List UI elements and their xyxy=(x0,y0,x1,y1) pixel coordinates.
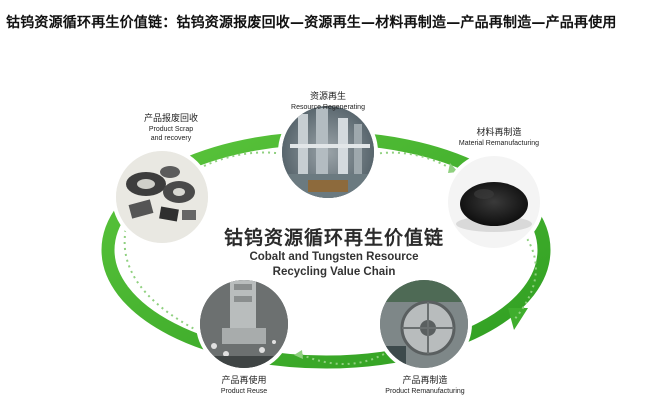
node-reuse-image xyxy=(196,276,292,372)
stage-label-regenerating: 资源再生 Resource Regenerating xyxy=(291,92,365,111)
stage-label-material: 材料再制造 Material Remanufacturing xyxy=(458,128,540,147)
stage-label-reuse: 产品再使用 Product Reuse xyxy=(220,376,268,395)
figure-center-title: 钴钨资源循环再生价值链 Cobalt and Tungsten Resource… xyxy=(204,226,464,280)
cycle-ring-graphic xyxy=(101,102,551,372)
node-regenerating-image xyxy=(278,102,378,202)
stage-label-remanufacturing: 产品再制造 Product Remanufacturing xyxy=(385,376,465,395)
article-heading: 钴钨资源循环再生价值链：钴钨资源报废回收—资源再生—材料再制造—产品再制造—产品… xyxy=(6,15,617,31)
node-scrap-image xyxy=(112,147,212,247)
node-material-image xyxy=(444,152,544,252)
dotted-arrow-1 xyxy=(203,151,285,167)
center-title-en-1: Cobalt and Tungsten Resource xyxy=(249,251,419,263)
value-chain-figure: 产品报废回收 Product Scrap and recovery 资源再生 R… xyxy=(84,84,574,407)
center-title-en-2: Recycling Value Chain xyxy=(272,266,396,278)
node-remanufacturing-image xyxy=(376,276,472,372)
dotted-arrow-2 xyxy=(373,151,451,169)
stage-label-scrap: 产品报废回收 Product Scrap and recovery xyxy=(143,114,198,142)
center-title-zh: 钴钨资源循环再生价值链 xyxy=(223,227,444,249)
ring-arrow-right xyxy=(508,308,528,330)
